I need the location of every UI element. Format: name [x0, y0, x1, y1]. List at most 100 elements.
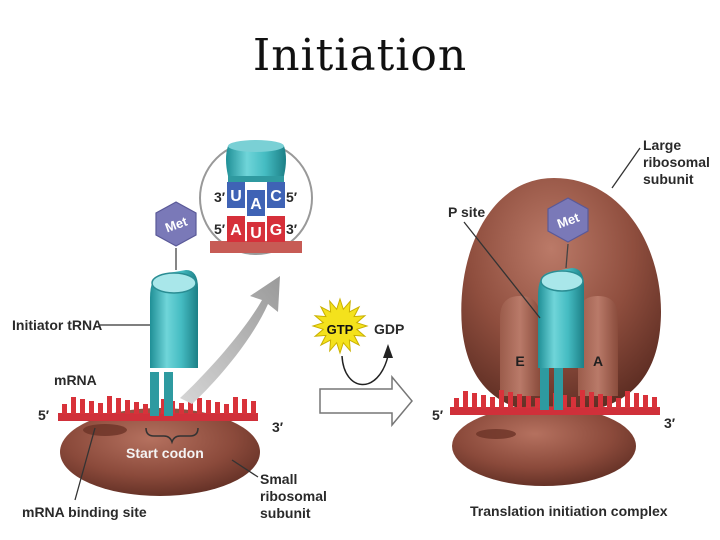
anticodon-base-1: A — [250, 196, 262, 213]
mrna-nucleotide — [197, 398, 202, 414]
mrna-nucleotide — [643, 395, 648, 408]
gtp-hydrolysis-curve — [341, 355, 389, 386]
met-label-right: Met — [555, 209, 582, 231]
mrna-nucleotide — [652, 397, 657, 408]
initiator-trna-right — [538, 243, 584, 410]
slide-title: Initiation — [252, 30, 468, 81]
codon-base-0-cell — [227, 216, 245, 242]
met-hexagon-right: Met — [547, 197, 589, 243]
mrna-nucleotide — [625, 391, 630, 408]
mrna-nucleotide — [517, 394, 522, 408]
initiator-trna-left — [150, 248, 198, 416]
mrna-nucleotide — [634, 393, 639, 408]
codon-base-2: G — [270, 222, 282, 239]
anticodon-base-0: U — [230, 188, 242, 205]
anticodon-base-1-cell — [247, 190, 265, 216]
codon-base-0: A — [230, 222, 242, 239]
anticodon-base-2-cell — [267, 182, 285, 208]
mrna-nucleotide — [98, 403, 103, 414]
zoom-arrow — [180, 276, 280, 404]
mrna-nucleotide — [598, 394, 603, 408]
three-prime-right: 3′ — [664, 415, 676, 431]
five-prime-left: 5′ — [38, 407, 50, 423]
large-subunit-label-1: Large — [643, 137, 681, 153]
met-label-left: Met — [163, 213, 190, 235]
a-site-pocket — [578, 296, 618, 396]
mrna-nucleotide — [179, 403, 184, 414]
codon-base-1-cell — [247, 222, 265, 242]
mrna-nucleotide — [107, 396, 112, 414]
mrna-nucleotide — [481, 395, 486, 408]
mrna-nucleotide — [224, 404, 229, 414]
a-site-label: A — [593, 353, 603, 369]
mrna-binding-site-leader — [74, 427, 96, 501]
mrna-nucleotide — [143, 404, 148, 414]
mrna-nucleotide — [490, 397, 495, 408]
mrna-nucleotide — [80, 399, 85, 414]
mrna-nucleotide — [580, 390, 585, 408]
gdp-arrowhead — [383, 344, 393, 358]
anticodon-base-0-cell — [227, 182, 245, 208]
translation-initiation-complex-label: Translation initiation complex — [470, 503, 668, 519]
small-subunit-leader — [231, 459, 259, 478]
gtp-star — [311, 297, 369, 355]
mrna-nucleotide — [161, 399, 166, 414]
mrna-nucleotide — [71, 397, 76, 414]
mrna-nucleotide — [562, 395, 567, 408]
mrna-nucleotide — [134, 402, 139, 414]
codon-base-1: U — [250, 225, 262, 242]
anticodon-base-2: C — [270, 188, 282, 205]
mrna-nucleotide — [535, 398, 540, 408]
mrna-nucleotide — [499, 390, 504, 408]
mrna-nucleotide — [206, 400, 211, 414]
mrna-nucleotide — [125, 400, 130, 414]
codon-base-2-cell — [267, 216, 285, 242]
gtp-label: GTP — [327, 322, 354, 337]
mrna-nucleotide — [215, 402, 220, 414]
p-site-leader — [463, 221, 541, 319]
mrna-nucleotide — [571, 397, 576, 408]
initiator-trna-label: Initiator tRNA — [12, 317, 102, 333]
mrna-nucleotide — [62, 404, 67, 414]
three-prime-left: 3′ — [272, 419, 284, 435]
mrna-binding-site-label: mRNA binding site — [22, 504, 147, 520]
e-site-label: E — [515, 353, 524, 369]
mrna-nucleotide — [508, 392, 513, 408]
mrna-nucleotide — [233, 397, 238, 414]
inset-three-prime-bottom: 3′ — [286, 221, 298, 237]
mrna-binding-groove — [83, 424, 127, 436]
small-subunit-label-3: subunit — [260, 505, 311, 521]
mrna-nucleotide — [116, 398, 121, 414]
mrna-nucleotide — [463, 391, 468, 408]
start-codon-label: Start codon — [126, 445, 204, 461]
mrna-nucleotide — [616, 398, 621, 408]
start-codon-brace — [145, 427, 199, 445]
large-subunit-leader — [611, 147, 641, 189]
mrna-nucleotide — [607, 396, 612, 408]
mrna-nucleotide — [454, 398, 459, 408]
mrna-label: mRNA — [54, 372, 97, 388]
large-subunit-label-2: ribosomal — [643, 154, 710, 170]
inset-five-prime-top: 5′ — [286, 189, 298, 205]
mrna-nucleotide — [589, 392, 594, 408]
mrna-nucleotide — [188, 396, 193, 414]
large-subunit-label-3: subunit — [643, 171, 694, 187]
small-ribosomal-subunit-right — [452, 406, 636, 486]
e-site-pocket — [500, 296, 540, 396]
small-subunit-label-2: ribosomal — [260, 488, 327, 504]
gdp-label: GDP — [374, 321, 404, 337]
mrna-nucleotide — [472, 393, 477, 408]
met-hexagon-left: Met — [155, 201, 197, 247]
mrna-nucleotide — [89, 401, 94, 414]
inset-three-prime-top: 3′ — [214, 189, 226, 205]
mrna-nucleotide — [526, 396, 531, 408]
progress-arrow — [319, 374, 413, 428]
inset-five-prime-bottom: 5′ — [214, 221, 226, 237]
five-prime-right: 5′ — [432, 407, 444, 423]
mrna-nucleotide — [242, 399, 247, 414]
p-site-label: P site — [448, 204, 485, 220]
small-subunit-label-1: Small — [260, 471, 297, 487]
